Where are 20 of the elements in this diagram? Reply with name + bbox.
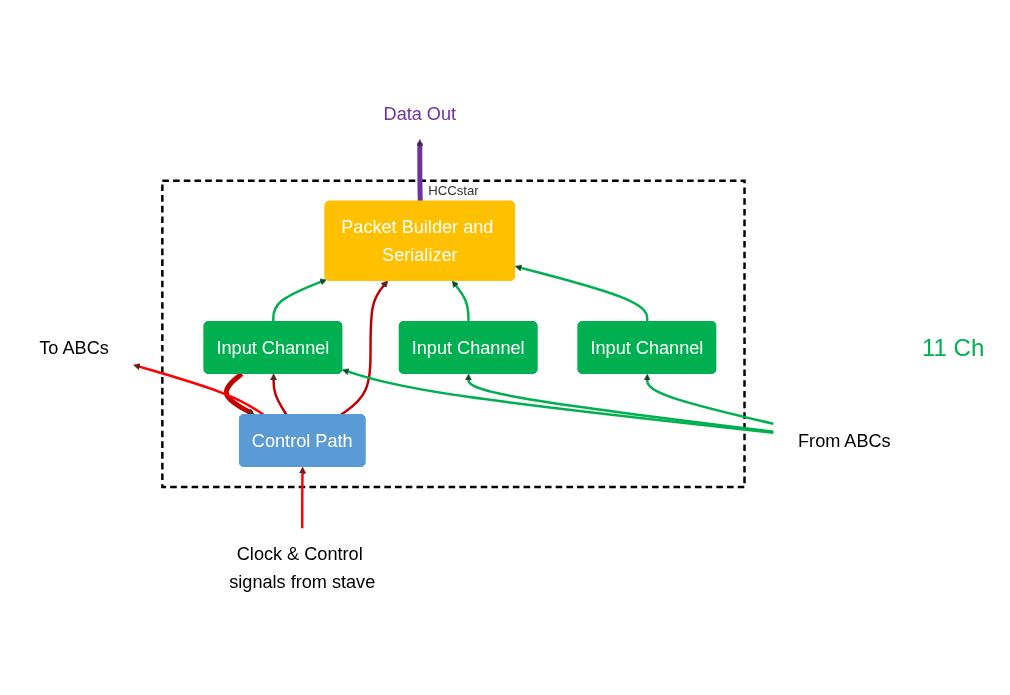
arrow: [269, 373, 288, 416]
arrow: [298, 466, 307, 529]
arrow: [341, 368, 774, 435]
process-box: Input Channel: [398, 321, 538, 374]
signal-label: Clock & Control signals from stave: [229, 543, 376, 592]
process-box: Packet Builder and Serializer: [324, 200, 515, 281]
process-box: Input Channel: [203, 321, 343, 374]
signal-label: From ABCs: [798, 430, 891, 451]
arrow: [514, 264, 649, 322]
arrow: [464, 373, 774, 433]
arrow: [451, 280, 470, 322]
group-title: HCCstar: [428, 183, 479, 198]
arrow: [272, 278, 327, 322]
arrow: [643, 373, 774, 426]
process-box: Input Channel: [577, 321, 717, 374]
signal-label: Data Out: [383, 103, 457, 124]
process-box: Control Path: [239, 414, 366, 467]
arrow: [416, 139, 424, 202]
channel-count-label: 11 Ch: [922, 333, 986, 362]
signal-label: To ABCs: [39, 337, 109, 358]
